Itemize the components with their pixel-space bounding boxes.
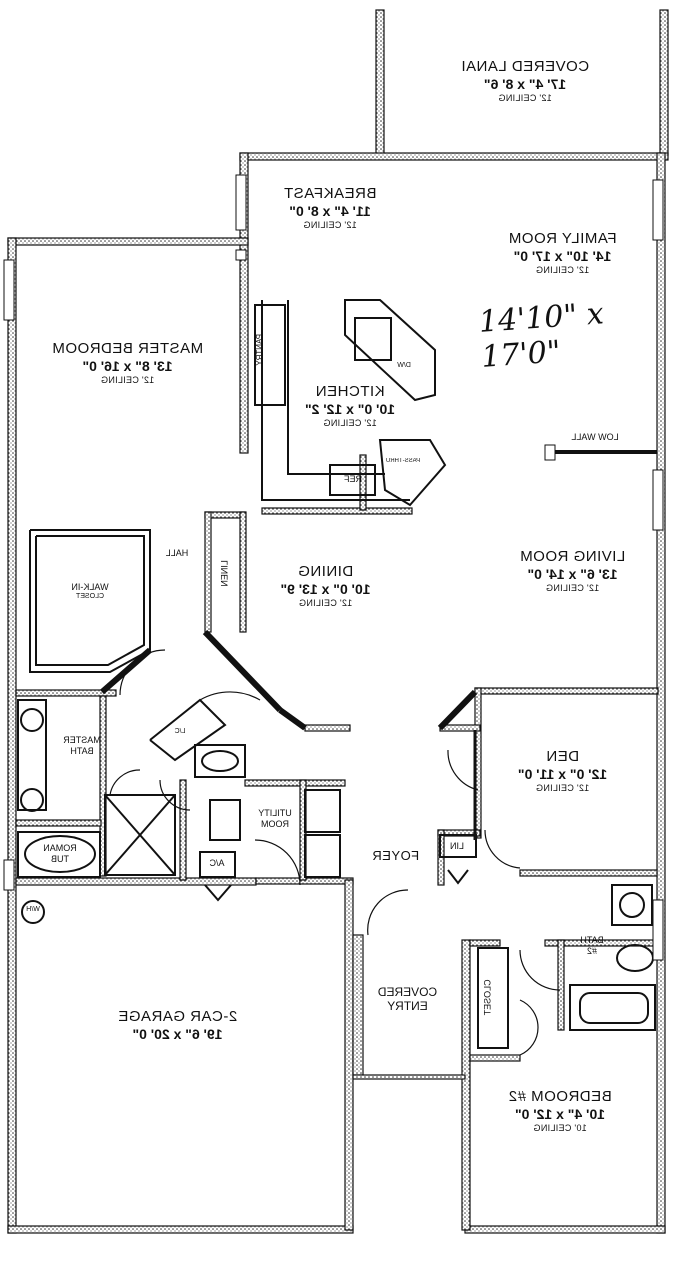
- kitchen-name: KITCHEN: [315, 383, 385, 400]
- handwritten-dimension: 14'10" x 17'0": [477, 296, 605, 375]
- lanai-name: COVERED LANAI: [460, 58, 590, 75]
- ac-label: A/C: [209, 858, 225, 868]
- dining-dims: 10' 0" x 13' 9": [280, 581, 371, 597]
- den-dims: 12' 0" x 11' 0": [517, 766, 608, 782]
- dw-label: D/W: [397, 362, 411, 369]
- bedroom2-name: BEDROOM #2: [508, 1088, 612, 1105]
- bedroom2-ceiling: 10' CEILING: [533, 1122, 587, 1133]
- closet-label: CLOSET: [482, 979, 493, 1016]
- master-bath-label: MASTER BATH: [62, 735, 102, 757]
- bedroom2-label: BEDROOM #2 10' 4" x 12' 0" 10' CEILING: [490, 1088, 630, 1134]
- kitchen-label: KITCHEN 10' 0" x 12' 2" 12' CEILING: [290, 383, 410, 429]
- roman-tub-line2: TUB: [51, 853, 69, 864]
- breakfast-label: BREAKFAST 11' 4" x 8' 0" 12' CEILING: [270, 185, 390, 231]
- breakfast-ceiling: 12' CEILING: [303, 219, 357, 230]
- living-label: LIVING ROOM 13' 6" x 14' 0" 12' CEILING: [510, 548, 635, 594]
- family-label: FAMILY ROOM 14' 10" x 17' 0" 12' CEILING: [490, 230, 635, 276]
- dining-ceiling: 12' CEILING: [298, 597, 353, 608]
- bedroom2-dims: 10' 4" x 12' 0": [515, 1106, 605, 1122]
- lin-label: LIN: [450, 841, 465, 851]
- living-ceiling: 12' CEILING: [545, 582, 600, 593]
- family-name: FAMILY ROOM: [508, 230, 617, 247]
- wh-label: W/H: [26, 906, 40, 913]
- master-ceiling: 12' CEILING: [100, 374, 155, 385]
- garage-label: 2-CAR GARAGE 19' 6" x 20' 0": [80, 1008, 275, 1043]
- living-dims: 13' 6" x 14' 0": [527, 566, 618, 582]
- utility-line1: UTILITY: [258, 808, 292, 818]
- pantry-label: PANTRY: [255, 333, 265, 366]
- door-swings: [109, 649, 561, 1056]
- foyer-label: FOYER: [371, 848, 420, 863]
- lanai-dims: 17' 4" x 8' 6": [483, 76, 567, 92]
- garage-dims: 19' 6" x 20' 0": [132, 1026, 223, 1042]
- walkin-name: WALK-IN: [71, 582, 109, 592]
- low-wall-label: LOW WALL: [571, 432, 619, 442]
- pass-thru-label: PASS-THRU: [385, 458, 421, 464]
- family-ceiling: 12' CEILING: [535, 264, 590, 275]
- lc-label: L/C: [174, 728, 186, 735]
- master-bath-line2: BATH: [70, 745, 94, 756]
- breakfast-name: BREAKFAST: [283, 185, 377, 202]
- roman-tub-line1: ROMAN: [43, 843, 77, 853]
- walls: [7, 9, 669, 1234]
- utility-label: UTILITY ROOM: [250, 808, 300, 830]
- lanai-label: COVERED LANAI 17' 4" x 8' 6" 12' CEILING: [440, 58, 610, 104]
- hall-label: HALL: [165, 548, 189, 558]
- den-label: DEN 12' 0" x 11' 0" 12' CEILING: [500, 748, 625, 794]
- garage-name: 2-CAR GARAGE: [117, 1008, 238, 1025]
- bath2-line2: #2: [587, 945, 598, 956]
- roman-tub-label: ROMAN TUB: [40, 843, 80, 865]
- living-name: LIVING ROOM: [519, 548, 626, 565]
- breakfast-dims: 11' 4" x 8' 0": [289, 203, 371, 219]
- master-name: MASTER BEDROOM: [51, 340, 204, 357]
- master-label: MASTER BEDROOM 13' 8" x 16' 0" 12' CEILI…: [35, 340, 220, 386]
- dining-label: DINING 10' 0" x 13' 9" 12' CEILING: [268, 563, 383, 609]
- bath2-label: BATH #2: [575, 935, 609, 957]
- den-ceiling: 12' CEILING: [535, 782, 590, 793]
- covered-entry-line2: ENTRY: [387, 999, 428, 1014]
- kitchen-ceiling: 12' CEILING: [323, 417, 377, 428]
- master-dims: 13' 8" x 16' 0": [82, 358, 173, 374]
- utility-line2: ROOM: [261, 818, 289, 829]
- linen-label: LINEN: [219, 560, 230, 587]
- covered-entry-label: COVERED ENTRY: [365, 985, 450, 1014]
- den-name: DEN: [545, 748, 580, 765]
- family-dims: 14' 10" x 17' 0": [513, 248, 612, 264]
- windows: [3, 174, 664, 961]
- walkin-sub: CLOSET: [76, 592, 105, 600]
- dining-name: DINING: [297, 563, 354, 580]
- master-bath-line1: MASTER: [63, 735, 101, 745]
- bath2-line1: BATH: [580, 935, 604, 945]
- walkin-label: WALK-IN CLOSET: [55, 582, 125, 601]
- ref-label: REF: [344, 474, 362, 484]
- kitchen-dims: 10' 0" x 12' 2": [305, 401, 395, 417]
- lanai-ceiling: 12' CEILING: [498, 92, 552, 103]
- covered-entry-line1: COVERED: [377, 985, 438, 999]
